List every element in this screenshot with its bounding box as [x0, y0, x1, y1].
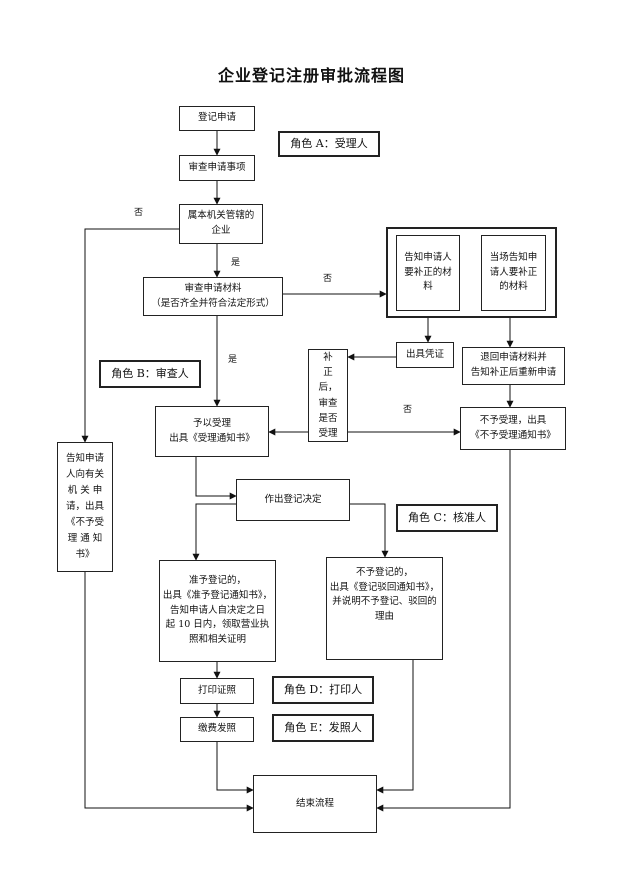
- edge-label-yes-jurisdiction: 是: [231, 258, 241, 268]
- node-review-materials: 审查申请材料 （是否齐全并符合法定形式）: [143, 277, 283, 316]
- node-return-materials: 退回申请材料并 告知补正后重新申请: [462, 347, 565, 385]
- node-review-items: 审查申请事项: [179, 155, 255, 181]
- node-after-correction: 补 正 后， 审查 是否 受理: [308, 349, 348, 442]
- node-apply: 登记申请: [179, 106, 255, 131]
- node-print-license: 打印证照: [180, 678, 254, 704]
- edge-notify-end: [84, 572, 254, 812]
- node-deny: 不予登记的， 出具《登记驳回通知书》， 并说明不予登记、驳回的 理由: [326, 557, 443, 660]
- edge-label-no-materials: 否: [323, 274, 333, 284]
- role-e-box: 角色 E：发照人: [272, 714, 374, 742]
- node-notify-other: 告知申请 人向有关 机 关 申 请，出具 《不予受 理 通 知 书》: [57, 442, 113, 572]
- role-c-box: 角色 C：核准人: [396, 504, 498, 532]
- node-jurisdiction: 属本机关管辖的 企业: [179, 204, 263, 244]
- node-notify-correct: 告知申请人 要补正的材 料: [396, 235, 460, 311]
- node-pay-invoice: 缴费发照: [180, 717, 254, 742]
- node-onsite-notify: 当场告知申 请人要补正 的材料: [481, 235, 546, 311]
- role-b-box: 角色 B：审查人: [99, 360, 201, 388]
- edge-accept-decision: [195, 457, 237, 500]
- edge-label-yes-materials: 是: [228, 355, 238, 365]
- node-accept: 予以受理 出具《受理通知书》: [155, 406, 269, 457]
- node-decision: 作出登记决定: [236, 479, 350, 521]
- edge-label-no-correction: 否: [403, 405, 413, 415]
- edge-pay-end: [216, 742, 254, 794]
- edge-decision-deny: [350, 503, 389, 558]
- edge-label-no-jurisdiction: 否: [134, 208, 144, 218]
- node-approve: 准予登记的， 出具《准予登记通知书》， 告知申请人自决定之日 起 10 日内，领…: [159, 560, 276, 662]
- node-end: 结束流程: [253, 775, 377, 833]
- node-issue-receipt: 出具凭证: [396, 342, 454, 368]
- edge-jurisdiction-no: [81, 228, 179, 443]
- edge-decision-approve: [192, 503, 238, 561]
- role-a-box: 角色 A：受理人: [278, 131, 380, 157]
- edge-reject-end: [376, 450, 511, 812]
- page-title: 企业登记注册审批流程图: [217, 66, 405, 85]
- edge-deny-end: [376, 660, 414, 794]
- role-d-box: 角色 D：打印人: [272, 676, 374, 704]
- node-reject-accept: 不予受理，出具 《不予受理通知书》: [460, 407, 566, 450]
